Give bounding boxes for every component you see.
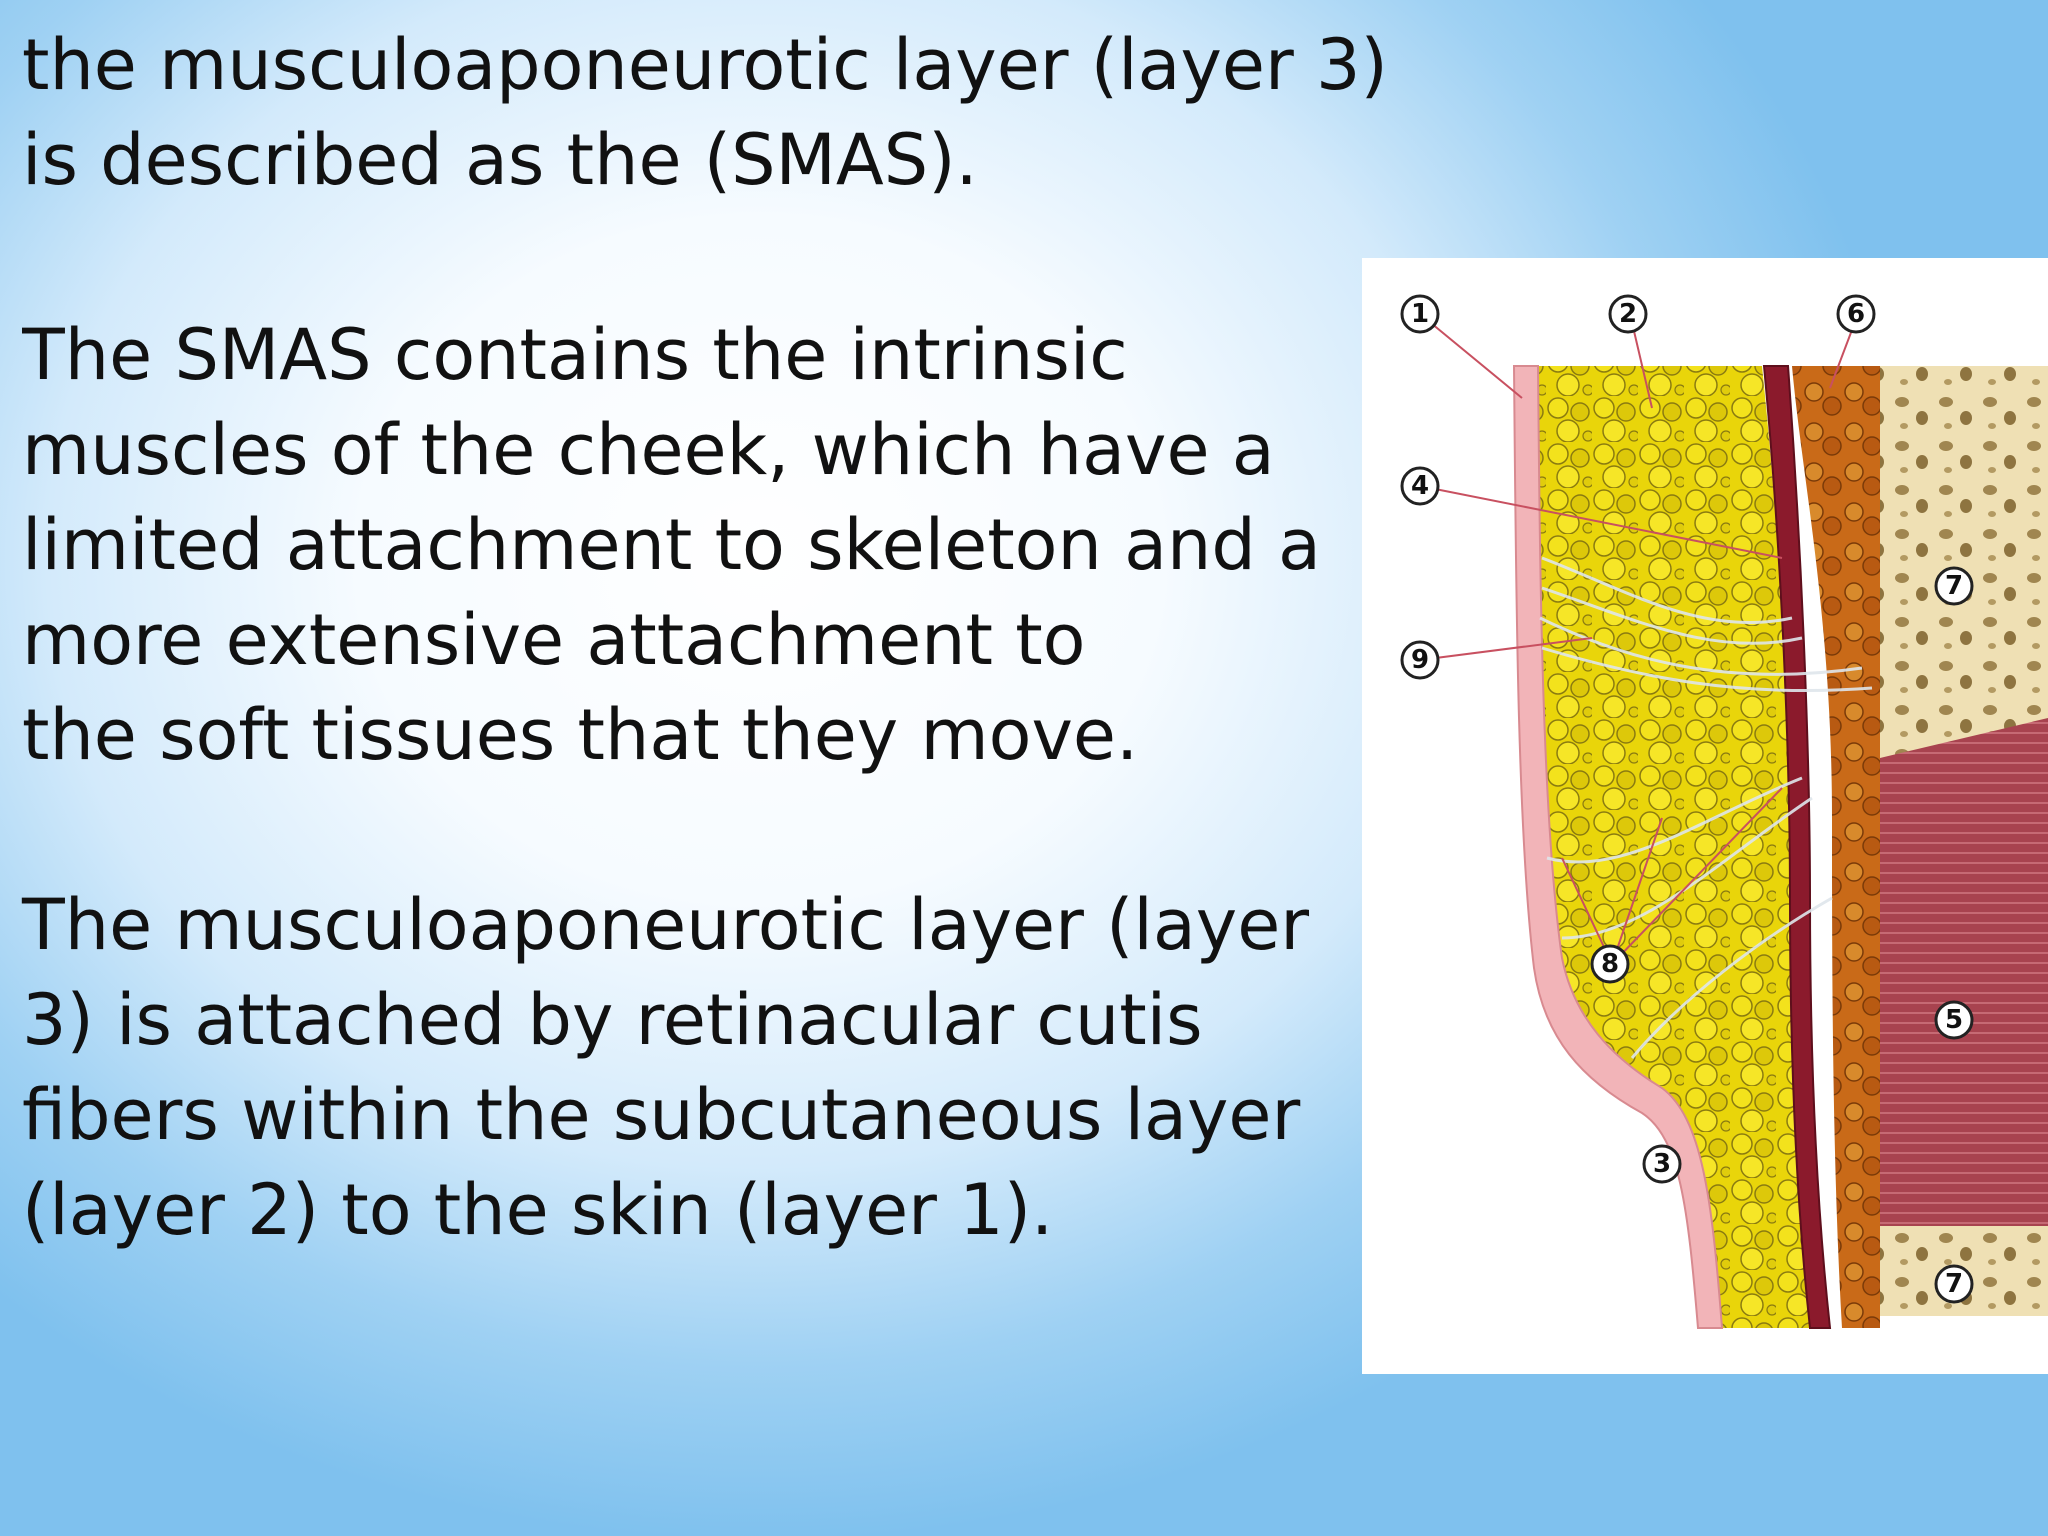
smas-layer	[1762, 365, 1832, 1329]
label-3-marker: 3	[1642, 1144, 1682, 1184]
leader-lines	[1419, 313, 1859, 965]
text-line: the musculoaponeurotic layer (layer 3)	[22, 24, 1388, 106]
bone-upper	[1880, 366, 2048, 766]
deep-muscle	[1880, 718, 2048, 1226]
label-7a-marker: 7	[1934, 566, 1974, 606]
label-8: 8	[1601, 949, 1619, 979]
text-line: muscles of the cheek, which have a	[22, 409, 1275, 491]
label-9: 9	[1411, 645, 1429, 675]
subcutaneous-fat	[1537, 366, 1812, 1328]
text-line: limited attachment to skeleton and a	[22, 504, 1321, 586]
label-8-marker: 8	[1590, 944, 1630, 984]
label-7-upper: 7	[1945, 571, 1963, 601]
label-7-lower: 7	[1945, 1269, 1963, 1299]
label-6-marker: 6	[1836, 294, 1876, 334]
text-line: fibers within the subcutaneous layer	[22, 1074, 1301, 1156]
skin-layer	[1512, 365, 1724, 1329]
text-line: 3) is attached by retinacular cutis	[22, 979, 1203, 1061]
label-5: 5	[1945, 1005, 1963, 1035]
text-line: The SMAS contains the intrinsic	[22, 314, 1128, 396]
text-line: is described as the (SMAS).	[22, 119, 978, 201]
deep-fat	[1792, 366, 1880, 1328]
label-9-marker: 9	[1400, 640, 1440, 680]
text-line: The musculoaponeurotic layer (layer	[22, 884, 1310, 966]
label-5-marker: 5	[1934, 1000, 1974, 1040]
paragraph-smas-contents: The SMAS contains the intrinsic muscles …	[22, 308, 1362, 783]
text-line: the soft tissues that they move.	[22, 694, 1139, 776]
label-6: 6	[1847, 299, 1865, 329]
label-2: 2	[1619, 299, 1637, 329]
label-2-marker: 2	[1608, 294, 1648, 334]
soft-tissue-layers-illustration: 1 2 6 4 7 9 8 5 3 7	[1362, 258, 2048, 1374]
label-3: 3	[1653, 1149, 1671, 1179]
label-4-marker: 4	[1400, 466, 1440, 506]
paragraph-smas-definition: the musculoaponeurotic layer (layer 3) i…	[22, 18, 1388, 208]
paragraph-smas-attachment: The musculoaponeurotic layer (layer 3) i…	[22, 878, 1309, 1258]
text-line: (layer 2) to the skin (layer 1).	[22, 1169, 1054, 1251]
label-1-marker: 1	[1400, 294, 1440, 334]
label-4: 4	[1411, 471, 1429, 501]
label-7b-marker: 7	[1934, 1264, 1974, 1304]
label-1: 1	[1411, 299, 1429, 329]
layers-diagram: 1 2 6 4 7 9 8 5 3 7	[1400, 294, 2048, 1329]
text-line: more extensive attachment to	[22, 599, 1086, 681]
